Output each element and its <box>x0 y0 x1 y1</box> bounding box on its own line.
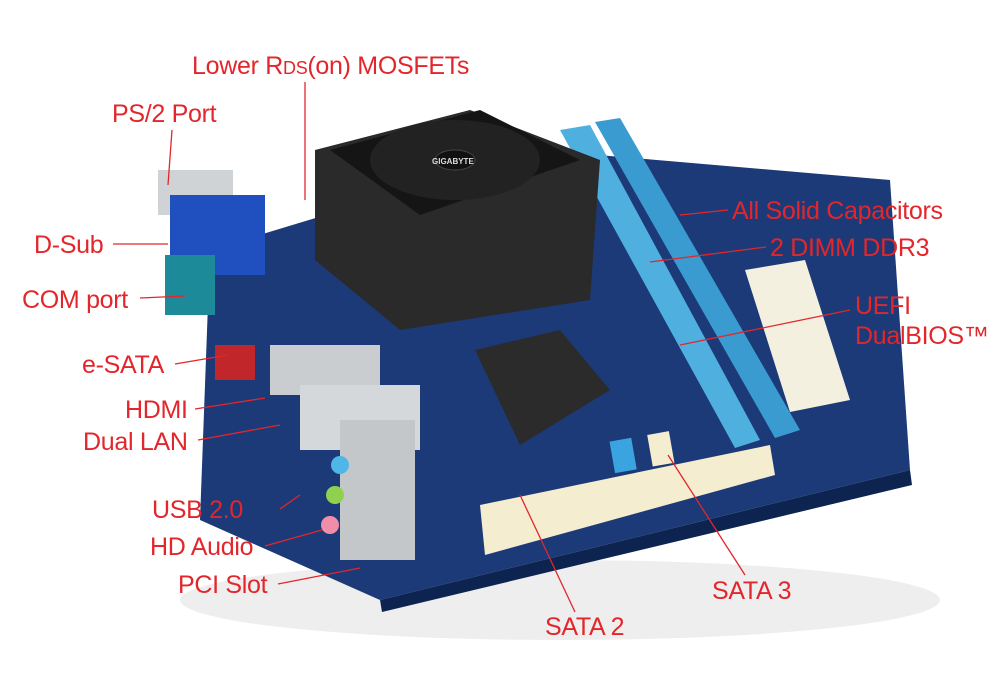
label-mosfets-suffix: (on) MOSFETs <box>307 52 470 80</box>
label-sata2: SATA 2 <box>545 613 625 641</box>
label-dimm: 2 DIMM DDR3 <box>770 234 930 262</box>
dimm-slot-2 <box>595 118 800 438</box>
label-audio: HD Audio <box>150 533 254 561</box>
leader-lines <box>113 82 851 613</box>
dimm-slot-1 <box>560 125 760 448</box>
label-com: COM port <box>22 286 128 314</box>
label-lan: Dual LAN <box>83 428 188 456</box>
label-mosfets-sub: DS <box>283 58 308 78</box>
label-pci: PCI Slot <box>178 571 268 599</box>
label-mosfets: Lower RDS(on) MOSFETs <box>192 52 469 82</box>
pci-slot <box>480 445 775 555</box>
label-caps: All Solid Capacitors <box>732 197 943 225</box>
label-ps2: PS/2 Port <box>112 100 217 128</box>
label-dualbios: DualBIOS™ <box>855 322 989 350</box>
label-sata3: SATA 3 <box>712 577 792 605</box>
chipset-heatsink <box>475 330 610 445</box>
label-hdmi: HDMI <box>125 396 188 424</box>
brand-logo: GIGABYTE <box>432 157 474 166</box>
label-mosfets-prefix: Lower R <box>192 52 283 80</box>
label-uefi: UEFI <box>855 292 911 320</box>
label-usb: USB 2.0 <box>152 496 244 524</box>
label-dsub: D-Sub <box>34 231 104 259</box>
label-esata: e-SATA <box>82 351 165 379</box>
